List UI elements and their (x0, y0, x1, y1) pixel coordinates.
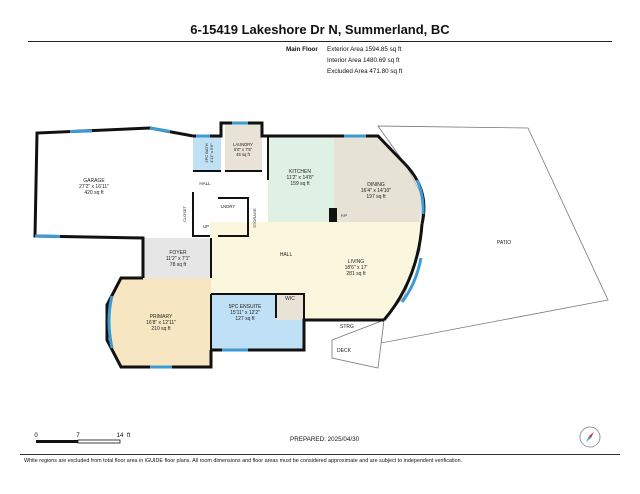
prepared-date: PREPARED: 2025/04/30 (290, 436, 360, 443)
hall-main-label: HALL (280, 252, 293, 258)
scale-unit: ft (127, 433, 131, 439)
disclaimer-text: White regions are excluded from total fl… (24, 458, 463, 464)
primary-label: PRIMARY (150, 314, 173, 320)
floor-label: Main Floor (286, 46, 318, 53)
ensuite-area: 127 sq ft (235, 316, 255, 322)
scale-label-7: 7 (76, 433, 80, 439)
living-area: 281 sq ft (346, 271, 366, 277)
window-foyer (34, 234, 61, 238)
room-fills (107, 123, 609, 369)
storage-walls (218, 197, 249, 237)
bath-dims: 4'11" x 5'6" (209, 143, 214, 163)
laundry-area: 45 sq ft (236, 152, 251, 157)
fireplace (329, 208, 337, 222)
ensuite-label: 5PC ENSUITE (229, 304, 262, 310)
living-dims: 18'6" x 17' (345, 265, 368, 271)
deck-fill (331, 319, 385, 369)
dining-area: 197 sq ft (366, 194, 386, 200)
window-living-bay (400, 257, 423, 303)
laundry-fill (225, 123, 262, 171)
window-garage-1 (69, 129, 93, 133)
garage-dims: 27'2" x 16'11" (79, 184, 109, 190)
laundry-label: LAUNDRY (233, 142, 253, 147)
kitchen-fill (268, 136, 334, 222)
foyer-dims: 11'2" x 7'1" (166, 256, 190, 262)
wic-label: WIC (285, 296, 295, 302)
scale-bar-dark (36, 440, 78, 443)
exterior-area: Exterior Area 1594.85 sq ft (327, 46, 402, 53)
stair-walls (192, 192, 210, 237)
kitchen-label: KITCHEN (289, 169, 311, 175)
garage-label: GARAGE (83, 178, 105, 184)
patio-label: PATIO (497, 240, 511, 246)
compass-icon (579, 426, 601, 448)
scale-bar-light (77, 439, 121, 444)
footer-divider (20, 454, 620, 455)
storage-label: STORAGE (252, 208, 257, 228)
wic-fill (276, 294, 304, 320)
hall-upper-label: HALL (199, 181, 211, 186)
laundry-dims: 6'0" x 7'5" (234, 147, 253, 152)
scale-label-14: 14 (117, 433, 124, 439)
primary-area: 210 sq ft (151, 326, 171, 332)
foyer-area: 78 sq ft (170, 262, 187, 268)
strg-label: STRG (340, 324, 354, 330)
foyer-fill (143, 238, 210, 278)
lndry-label: LNDRY (221, 204, 236, 209)
dining-label: DINING (367, 182, 385, 188)
window-garage-2 (149, 126, 171, 133)
room-labels: GARAGE 27'2" x 16'11" 420 sq ft LAUNDRY … (79, 142, 511, 354)
closet-label: CLOSET (182, 205, 187, 222)
deck-label: DECK (337, 348, 352, 354)
wic-walls (275, 293, 305, 320)
garage-area: 420 sq ft (84, 190, 104, 196)
interior-area: Interior Area 1480.69 sq ft (327, 57, 400, 64)
foyer-label: FOYER (169, 250, 187, 256)
bath-label: 2PC BATH (204, 143, 209, 162)
primary-dims: 16'8" x 12'11" (146, 320, 176, 326)
windows (34, 121, 425, 369)
up-label: UP (203, 224, 209, 229)
window-dining-bay (415, 179, 425, 215)
living-bay-wall (382, 223, 424, 321)
living-label: LIVING (348, 259, 365, 265)
excluded-area: Excluded Area 471.80 sq ft (327, 68, 403, 75)
ensuite-dims: 15'11" x 12'2" (230, 310, 260, 316)
dining-fill (334, 136, 422, 222)
window-primary-bay (107, 295, 114, 349)
title-divider (28, 41, 612, 42)
plan-title: 6-15419 Lakeshore Dr N, Summerland, BC (190, 22, 450, 37)
dining-dims: 16'4" x 14'10" (361, 188, 391, 194)
scale-bar: 0 7 14 ft (34, 433, 131, 444)
kitchen-area: 159 sq ft (290, 181, 310, 187)
fp-label: F/P (341, 213, 348, 218)
kitchen-dims: 11'2" x 14'8" (286, 175, 313, 181)
primary-fill (107, 278, 211, 367)
scale-label-0: 0 (34, 433, 38, 439)
north-wall (193, 121, 407, 166)
primary-wall (105, 276, 213, 369)
bath-fill (193, 136, 221, 171)
south-wall (211, 318, 384, 352)
